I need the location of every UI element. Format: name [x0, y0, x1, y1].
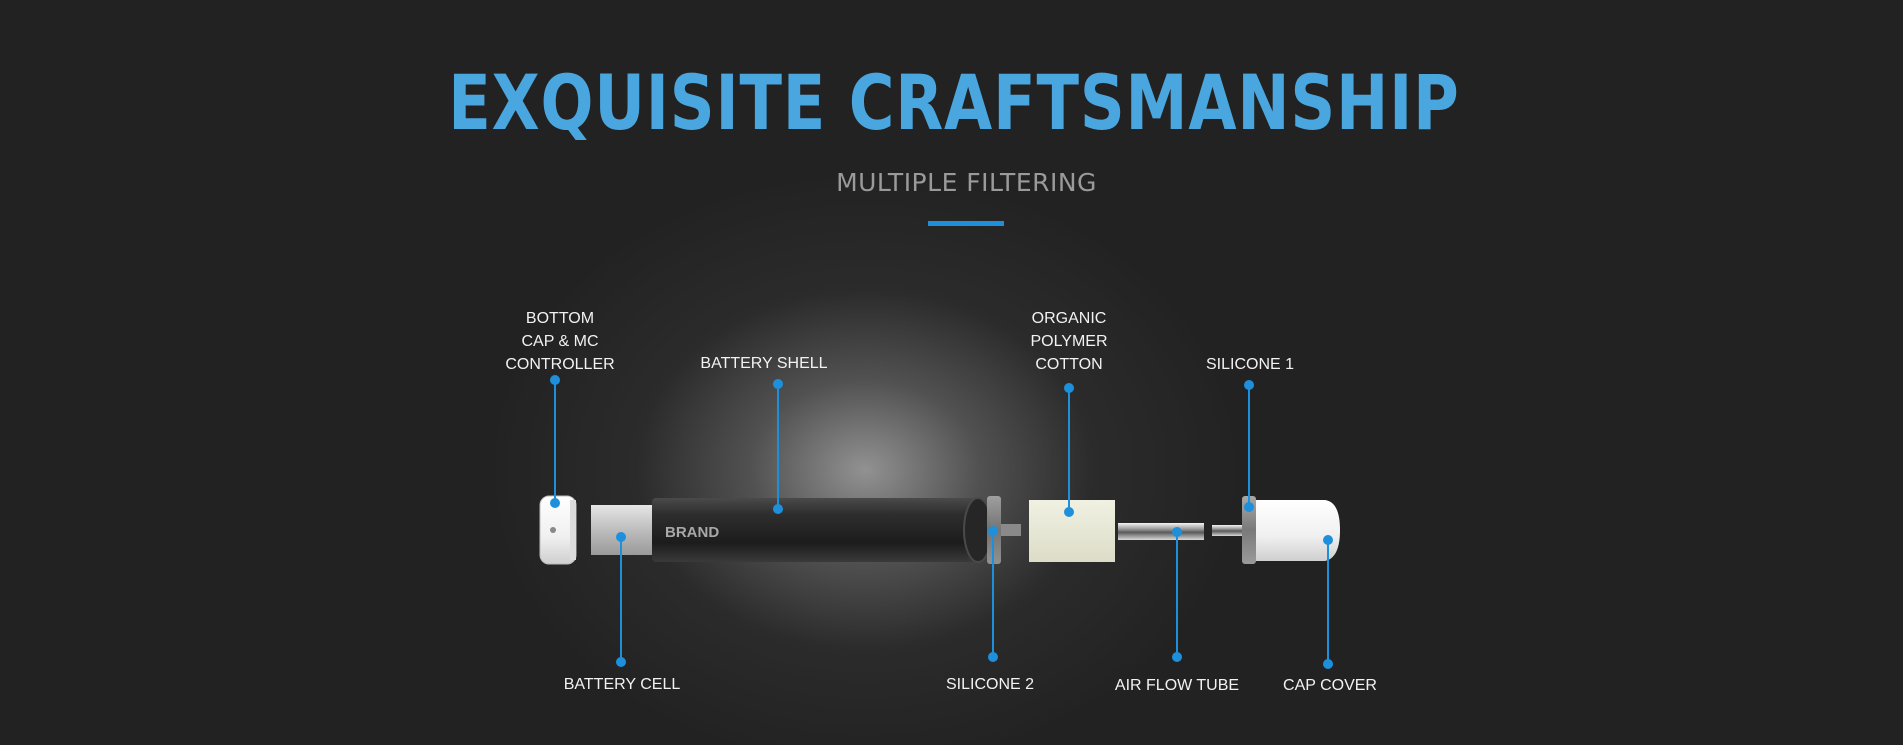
label-battery-shell: BATTERY SHELL: [700, 355, 828, 372]
page-title: EXQUISITE CRAFTSMANSHIP: [448, 58, 1460, 147]
silicone-1-part: [1242, 496, 1256, 564]
label-cap-cover: CAP COVER: [1283, 677, 1377, 694]
callout-cotton: [1064, 383, 1074, 517]
air-flow-tube-part: [1118, 523, 1244, 540]
battery-cell-part: [591, 505, 655, 555]
callout-silicone-1: [1244, 380, 1254, 512]
callout-bottom-cap: [550, 375, 560, 508]
bottom-cap-part: [539, 495, 577, 565]
callout-battery-cell: [616, 532, 626, 667]
brand-mark: BRAND: [665, 524, 719, 541]
label-battery-cell: BATTERY CELL: [563, 676, 681, 693]
label-organic-cotton: ORGANIC POLYMER COTTON: [1030, 310, 1108, 373]
label-silicone-1: SILICONE 1: [1205, 356, 1295, 373]
callout-air-flow-tube: [1172, 527, 1182, 662]
label-air-flow-tube: AIR FLOW TUBE: [1114, 677, 1240, 694]
battery-shell-part: BRAND: [652, 497, 993, 563]
cap-cover-part: [1256, 500, 1340, 561]
callout-cap-cover: [1323, 535, 1333, 669]
label-bottom-cap: BOTTOM CAP & MC CONTROLLER: [505, 310, 615, 373]
title-underline: [928, 221, 1004, 226]
page-subtitle: MULTIPLE FILTERING: [836, 168, 1097, 197]
callout-silicone-2: [988, 526, 998, 662]
callout-battery-shell: [773, 379, 783, 514]
label-silicone-2: SILICONE 2: [945, 676, 1035, 693]
